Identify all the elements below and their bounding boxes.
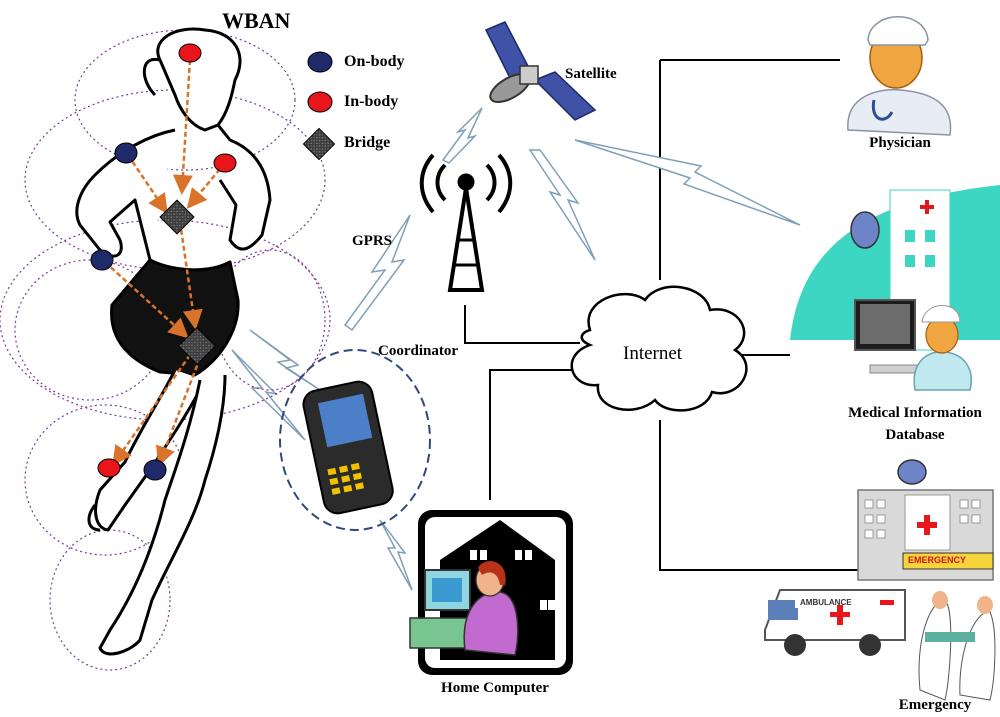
sensor-nodes [90, 43, 237, 481]
emergency-icon [764, 459, 996, 701]
medical-db-label-line2: Database [885, 427, 945, 443]
bridge-node [159, 199, 195, 235]
internet-cloud [570, 285, 748, 412]
in-body-sensor [213, 153, 237, 173]
legend-on-body-label: On-body [344, 53, 405, 70]
on-body-sensor [114, 142, 138, 164]
legend [302, 51, 336, 161]
coordinator-device [279, 349, 431, 531]
on-body-sensor [90, 249, 114, 271]
diagram-title: WBAN [222, 8, 291, 33]
medical-database-icon [790, 185, 1000, 391]
legend-bridge-diamond [302, 127, 336, 161]
internet-label: Internet [623, 343, 683, 364]
emergency-label: Emergency [898, 697, 972, 713]
in-body-sensor [97, 458, 121, 478]
on-body-sensor [143, 459, 167, 481]
home-computer-icon [409, 510, 573, 675]
emergency-sign-text: EMERGENCY [908, 555, 967, 565]
ambulance-text: AMBULANCE [800, 598, 852, 607]
legend-in-body-dot [307, 91, 333, 113]
physician-icon [847, 16, 952, 136]
gprs-label: GPRS [352, 233, 393, 249]
medical-db-label-line1: Medical Information [848, 405, 982, 421]
in-body-sensor [178, 43, 202, 63]
legend-in-body-label: In-body [344, 93, 399, 110]
runner-figure [75, 27, 272, 656]
coordinator-label: Coordinator [378, 343, 458, 359]
legend-bridge-label: Bridge [344, 134, 391, 151]
legend-on-body-dot [307, 51, 333, 73]
gprs-tower-icon [419, 153, 513, 292]
physician-label: Physician [869, 135, 931, 151]
wireless-links [231, 107, 801, 591]
network-wires [464, 59, 860, 571]
home-computer-label: Home Computer [441, 680, 549, 696]
bridge-node [177, 326, 217, 366]
satellite-icon [484, 21, 597, 121]
satellite-label: Satellite [565, 66, 617, 82]
